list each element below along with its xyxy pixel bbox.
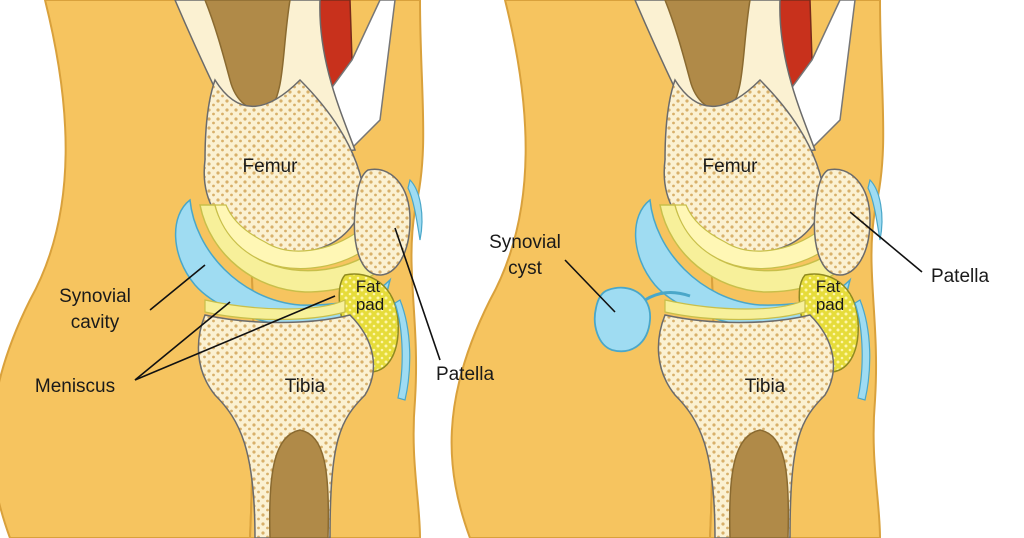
left-fat-pad-label-1: Fat xyxy=(356,277,381,296)
synovial-cavity-label-2: cavity xyxy=(71,312,120,333)
meniscus-leader-2 xyxy=(134,295,336,381)
right-knee-illustration xyxy=(450,0,885,538)
left-patella-label: Patella xyxy=(436,364,495,385)
left-knee-illustration xyxy=(0,0,425,538)
meniscus-leader-1 xyxy=(134,301,231,381)
synovial-cyst-shape xyxy=(593,286,651,353)
right-patella-leader xyxy=(849,211,923,273)
right-patella-label: Patella xyxy=(931,266,990,287)
meniscus-label: Meniscus xyxy=(35,376,115,397)
synovial-cavity-label-1: Synovial xyxy=(59,286,131,307)
synovial-cavity-leader xyxy=(149,264,206,311)
synovial-cyst-label-1: Synovial xyxy=(489,232,561,253)
synovial-cyst-leader xyxy=(564,259,616,313)
left-femur-label: Femur xyxy=(243,156,299,177)
left-fat-pad-label-2: pad xyxy=(356,295,384,314)
left-tibia-label: Tibia xyxy=(285,376,326,397)
synovial-cyst-label-2: cyst xyxy=(508,258,543,279)
right-tibia-label: Tibia xyxy=(745,376,786,397)
right-fat-pad-label-2: pad xyxy=(816,295,844,314)
left-patella-leader xyxy=(394,227,441,361)
right-fat-pad-label-1: Fat xyxy=(816,277,841,296)
right-femur-label: Femur xyxy=(703,156,759,177)
